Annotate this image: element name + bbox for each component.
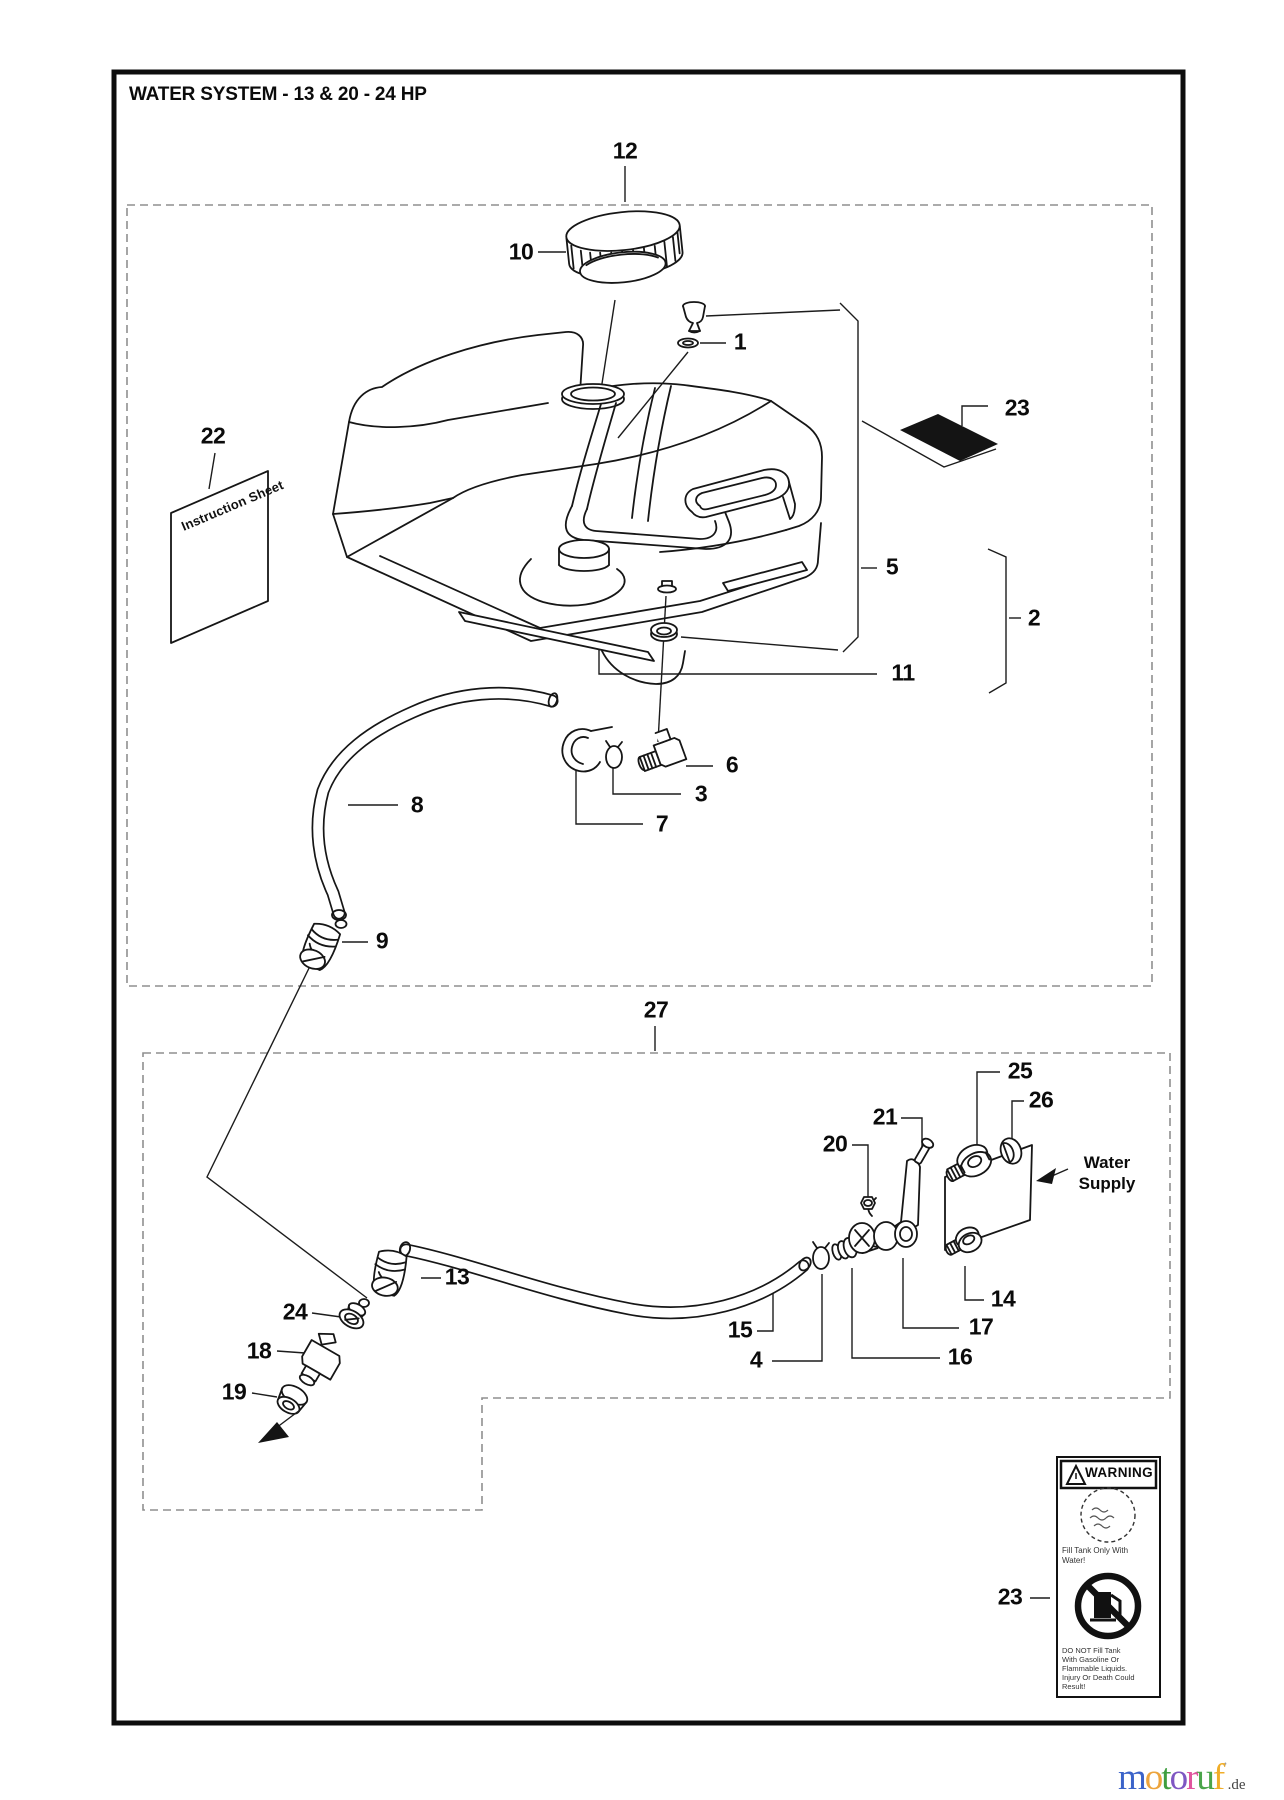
pin-21-drawing xyxy=(913,1137,935,1165)
quick-connector-13-drawing xyxy=(371,1249,408,1297)
upper-hose-drawing xyxy=(311,686,559,929)
lower-group-dashed-box xyxy=(142,1052,1171,1511)
fitting-25-drawing xyxy=(945,1143,992,1183)
callout-23-decal: 23 xyxy=(1004,394,1030,421)
callout-12: 12 xyxy=(612,137,638,164)
logo-letter-o1: o xyxy=(1144,1757,1163,1798)
logo-letter-r: r xyxy=(1186,1757,1198,1798)
decal-strip-icon xyxy=(900,414,998,461)
clamp-4-drawing xyxy=(812,1241,830,1270)
callout-8: 8 xyxy=(410,791,424,818)
callout-2: 2 xyxy=(1027,604,1041,631)
logo-letter-o2: o xyxy=(1169,1757,1188,1798)
callout-7: 7 xyxy=(655,810,669,837)
valve-18-drawing xyxy=(298,1332,341,1387)
callout-13: 13 xyxy=(444,1263,470,1290)
fitting-14-drawing xyxy=(944,1226,983,1256)
tank-bolt-icon xyxy=(657,584,677,594)
washer-26-drawing xyxy=(999,1137,1023,1165)
vent-plug-drawing xyxy=(677,301,706,349)
callout-9: 9 xyxy=(375,927,389,954)
callout-6: 6 xyxy=(725,751,739,778)
no-gasoline-symbol-icon xyxy=(1074,1572,1142,1640)
callout-3: 3 xyxy=(694,780,708,807)
callout-5: 5 xyxy=(885,553,899,580)
logo-letter-f: f xyxy=(1212,1757,1225,1798)
callout-16: 16 xyxy=(947,1343,973,1370)
callout-14: 14 xyxy=(990,1285,1016,1312)
callout-27: 27 xyxy=(643,996,669,1023)
water-tank-drawing xyxy=(332,331,823,685)
callout-25: 25 xyxy=(1007,1057,1033,1084)
water-only-symbol-icon xyxy=(1080,1487,1136,1543)
clamp-drawing xyxy=(561,726,613,773)
motoruf-logo[interactable]: motoruf’ .de xyxy=(1118,1756,1245,1799)
warning-header-text: WARNING xyxy=(1085,1465,1154,1480)
filler-cap-drawing xyxy=(565,210,684,284)
callout-1: 1 xyxy=(733,328,747,355)
callout-21: 21 xyxy=(872,1103,898,1130)
fitting-24-drawing xyxy=(338,1302,367,1330)
callout-11: 11 xyxy=(891,659,915,686)
small-ring-icon xyxy=(358,1298,370,1308)
elbow-fitting-drawing xyxy=(637,728,688,772)
page-title: WATER SYSTEM - 13 & 20 - 24 HP xyxy=(129,84,427,105)
callout-leader-lines xyxy=(206,166,1069,1599)
callout-19: 19 xyxy=(221,1378,247,1405)
valve-17-drawing xyxy=(848,1158,921,1254)
logo-letter-u: u xyxy=(1196,1757,1214,1798)
callout-10: 10 xyxy=(508,238,534,265)
callout-17: 17 xyxy=(968,1313,994,1340)
callout-22: 22 xyxy=(200,422,226,449)
callout-24: 24 xyxy=(282,1298,308,1325)
warning-label-drawing xyxy=(1056,1456,1161,1698)
warning-danger-caption: DO NOT Fill Tank With Gasoline Or Flamma… xyxy=(1062,1646,1135,1691)
fitting-19-drawing xyxy=(276,1384,309,1415)
flow-arrow-icon xyxy=(258,1409,301,1443)
callout-15: 15 xyxy=(727,1316,753,1343)
logo-letter-m: m xyxy=(1118,1757,1147,1798)
callout-20: 20 xyxy=(822,1130,848,1157)
logo-letter-t: t xyxy=(1161,1757,1171,1798)
nut-20-drawing xyxy=(860,1196,876,1210)
quick-connector-9-drawing xyxy=(299,922,342,971)
water-supply-text: Water Supply xyxy=(1078,1153,1136,1193)
callout-4: 4 xyxy=(749,1346,763,1373)
instruction-sheet-drawing xyxy=(170,470,269,644)
logo-mark: ’ xyxy=(1223,1759,1228,1774)
callout-23-label: 23 xyxy=(997,1583,1023,1610)
upper-group-dashed-box xyxy=(126,204,1153,987)
lower-hose-drawing xyxy=(398,1241,812,1320)
clip-drawing xyxy=(605,740,623,769)
warning-triangle-icon xyxy=(1065,1463,1087,1485)
warning-fill-caption: Fill Tank Only With Water! xyxy=(1062,1546,1129,1565)
water-supply-arrow-icon xyxy=(1036,1168,1056,1184)
callout-18: 18 xyxy=(246,1337,272,1364)
logo-suffix: .de xyxy=(1227,1777,1246,1793)
page-border-frame xyxy=(111,69,1186,1726)
callout-26: 26 xyxy=(1028,1086,1054,1113)
